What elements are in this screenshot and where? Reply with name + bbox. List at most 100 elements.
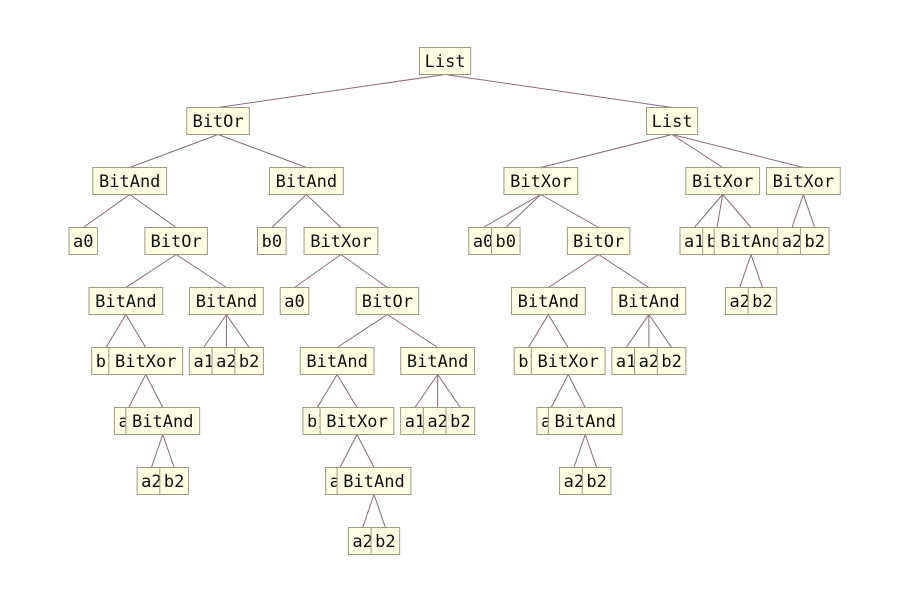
tree-node-bitand: BitAnd: [268, 167, 344, 195]
node-box: [279, 287, 310, 315]
tree-edge: [336, 314, 388, 348]
tree-edge: [505, 194, 542, 228]
tree-edge: [339, 434, 358, 468]
node-label: b2: [752, 292, 772, 312]
edge-layer: [83, 74, 816, 528]
node-label: BitXor: [538, 352, 599, 372]
tree-node-bitxor: BitXor: [685, 167, 761, 195]
tree-node-bitor: BitOr: [144, 227, 208, 255]
tree-edge: [129, 194, 177, 228]
tree-edge: [671, 134, 804, 168]
node-label: BitAnd: [518, 292, 579, 312]
tree-edge: [129, 134, 219, 168]
tree-edge: [217, 74, 446, 108]
node-box: [268, 167, 344, 195]
node-label: a1: [193, 352, 213, 372]
tree-edge: [625, 314, 650, 348]
tree-node-bitand: BitAnd: [125, 407, 201, 435]
node-label: BitXor: [310, 232, 371, 252]
tree-node-bitand: BitAnd: [400, 347, 476, 375]
tree-node-bitor: BitOr: [355, 287, 420, 315]
tree-node-bitxor: BitXor: [319, 407, 395, 435]
tree-edge: [217, 134, 307, 168]
node-box: [530, 347, 606, 375]
node-box: [645, 107, 699, 135]
node-label: a2: [216, 352, 236, 372]
node-box: [799, 227, 830, 255]
node-label: List: [652, 112, 693, 132]
tree-edge: [225, 314, 250, 348]
node-label: a1: [684, 232, 704, 252]
node-box: [418, 47, 472, 75]
node-box: [186, 107, 250, 135]
tree-edge: [387, 314, 438, 348]
tree-edge: [548, 254, 599, 288]
tree-edge: [125, 314, 147, 348]
tree-edge: [550, 374, 569, 408]
tree-edge: [540, 134, 673, 168]
tree-edge: [482, 194, 542, 228]
node-label: BitAnd: [343, 472, 404, 492]
node-label: a2: [141, 472, 161, 492]
tree-edge: [791, 194, 804, 228]
node-box: [68, 227, 99, 255]
node-label: b2: [164, 472, 184, 492]
node-label: BitAnd: [618, 292, 679, 312]
node-box: [713, 227, 789, 255]
tree-edge: [105, 314, 127, 348]
node-box: [299, 347, 375, 375]
node-layer: a0b1a1a2b2BitAndBitXorBitAnda1a2b2BitAnd…: [68, 47, 841, 555]
node-label: List: [425, 52, 466, 72]
node-label: BitXor: [692, 172, 753, 192]
node-box: [490, 227, 521, 255]
tree-node-b2: b2: [747, 287, 778, 315]
tree-edge: [802, 194, 816, 228]
node-label: a0: [284, 292, 304, 312]
tree-edge: [145, 374, 164, 408]
tree-node-bitand: BitAnd: [92, 167, 168, 195]
node-box: [108, 347, 184, 375]
node-label: a2: [564, 472, 584, 492]
tree-node-bitor: BitOr: [566, 227, 631, 255]
tree-edge: [316, 374, 338, 408]
tree-edge: [128, 374, 147, 408]
node-label: a0: [73, 232, 93, 252]
tree-edge: [175, 254, 227, 288]
node-label: BitAnd: [132, 412, 193, 432]
tree-node-bitand: BitAnd: [336, 467, 412, 495]
node-box: [234, 347, 264, 375]
tree-edge: [445, 74, 673, 108]
tree-node-a0: a0: [68, 227, 99, 255]
node-label: b2: [804, 232, 824, 252]
node-label: BitAnd: [99, 172, 160, 192]
tree-edge: [693, 194, 724, 228]
node-label: BitAnd: [720, 232, 781, 252]
node-label: BitAnd: [306, 352, 367, 372]
tree-node-bitxor: BitXor: [303, 227, 379, 255]
node-label: a2: [729, 292, 749, 312]
node-label: b0: [262, 232, 282, 252]
tree-edge: [750, 254, 763, 288]
tree-edge: [150, 434, 164, 468]
node-label: BitOr: [362, 292, 413, 312]
node-box: [159, 467, 189, 495]
tree-edge: [584, 434, 598, 468]
node-box: [611, 287, 687, 315]
tree-edge: [162, 434, 175, 468]
node-label: BitOr: [151, 232, 202, 252]
node-label: b0: [496, 232, 516, 252]
node-box: [189, 287, 264, 315]
node-box: [257, 227, 287, 255]
node-label: a2: [352, 532, 372, 552]
tree-edge: [722, 194, 752, 228]
tree-node-bitand: BitAnd: [88, 287, 164, 315]
node-label: a2: [639, 352, 659, 372]
node-box: [355, 287, 420, 315]
node-label: BitAnd: [196, 292, 257, 312]
node-label: a2: [427, 412, 447, 432]
node-box: [685, 167, 761, 195]
tree-edge: [540, 194, 599, 228]
tree-edge: [716, 194, 724, 228]
node-box: [88, 287, 164, 315]
node-box: [336, 467, 412, 495]
